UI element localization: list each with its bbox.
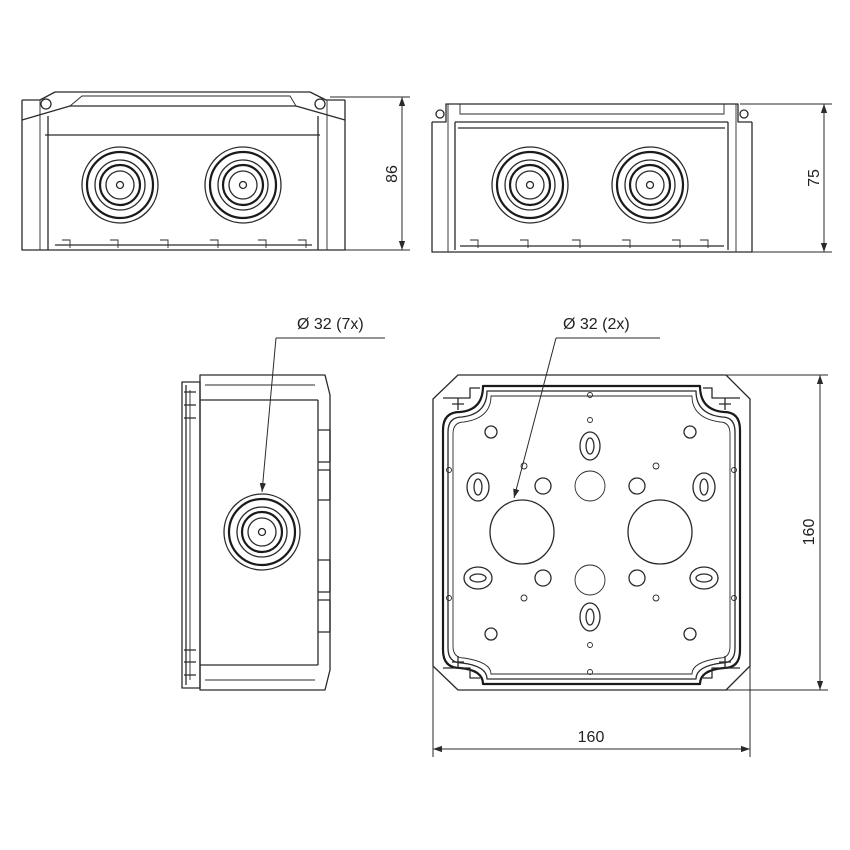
front-height-label: 86 — [384, 165, 401, 183]
side-view: 75 — [431, 103, 832, 253]
corner-screw-bottom-left — [443, 656, 480, 679]
corner-screw-bottom-right — [703, 656, 740, 679]
end-view: Ø 32 (7x) — [181, 316, 385, 691]
front-cable-gland-right — [203, 145, 283, 225]
side-entry-callout: Ø 32 (7x) — [297, 316, 364, 333]
front-view: 86 — [21, 91, 410, 251]
side-height-label: 75 — [806, 169, 823, 187]
side-cable-gland-left — [490, 145, 570, 225]
corner-screw-top-right — [703, 387, 740, 410]
bottom-entry-hole-right — [627, 499, 693, 565]
bottom-height-label: 160 — [801, 519, 818, 546]
bottom-entry-leader — [513, 337, 557, 499]
bottom-entry-hole-left — [489, 499, 555, 565]
side-cable-gland-right — [610, 145, 690, 225]
bottom-entry-callout: Ø 32 (2x) — [563, 316, 630, 333]
end-cable-gland — [222, 492, 302, 572]
front-cable-gland-left — [80, 145, 160, 225]
bottom-width-label: 160 — [578, 729, 605, 746]
side-entry-leader — [259, 337, 277, 493]
bottom-view: Ø 32 (2x) 160 160 — [432, 316, 828, 757]
corner-screw-top-left — [443, 387, 480, 410]
